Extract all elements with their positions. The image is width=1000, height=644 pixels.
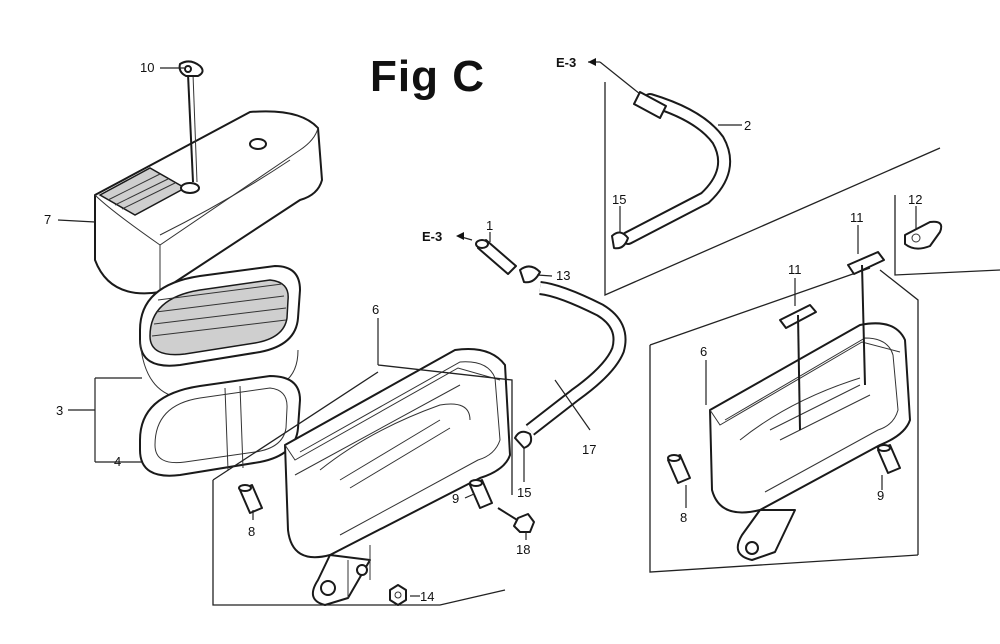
callout-10: 10 [140, 60, 154, 75]
joint-1 [475, 239, 517, 275]
callout-7: 7 [44, 212, 51, 227]
callout-6-right: 6 [700, 344, 707, 359]
panel-right [649, 267, 919, 573]
callout-11-b: 11 [850, 210, 864, 225]
panel-left [212, 364, 513, 606]
panel-upper-right [604, 82, 941, 296]
callout-12: 12 [908, 192, 922, 207]
panel-12-box [894, 195, 1000, 276]
callout-11-a: 11 [788, 262, 802, 277]
clip-15-upper [611, 231, 629, 250]
arrow-e3-top [588, 58, 596, 66]
tube-2 [621, 91, 732, 245]
callout-15-upper: 15 [612, 192, 626, 207]
ref-e3-top: E-3 [556, 55, 576, 70]
leader-lines [57, 61, 917, 597]
callout-13: 13 [556, 268, 570, 283]
callout-15-lower: 15 [517, 485, 531, 500]
ref-e3-mid: E-3 [422, 229, 442, 244]
screw-11-b [847, 251, 885, 386]
clip-12 [904, 220, 943, 250]
bolt-18 [497, 507, 535, 533]
pin-9-left [469, 479, 493, 509]
callout-1: 1 [486, 218, 493, 233]
pin-8-right [667, 454, 691, 484]
callout-9-right: 9 [877, 488, 884, 503]
paper-element [139, 265, 301, 400]
callout-8-right: 8 [680, 510, 687, 525]
pin-9-right [877, 444, 901, 474]
callout-2: 2 [744, 118, 751, 133]
callout-9-left: 9 [452, 491, 459, 506]
clip-13 [519, 265, 541, 284]
nut-14 [389, 584, 407, 606]
callout-3: 3 [56, 403, 63, 418]
figure-title: Fig C [370, 52, 485, 101]
arrow-e3-mid [456, 232, 464, 240]
callout-17: 17 [582, 442, 596, 457]
clip-15-lower [514, 430, 533, 449]
wing-bolt [178, 60, 204, 183]
foam-element [139, 375, 301, 477]
callout-8-left: 8 [248, 524, 255, 539]
air-cleaner-cover [94, 110, 323, 295]
air-cleaner-base-left [284, 348, 511, 606]
air-cleaner-base-right [709, 322, 911, 561]
screw-11-a [779, 304, 817, 431]
callout-4: 4 [114, 454, 121, 469]
pin-8-left [238, 484, 263, 514]
callout-14: 14 [420, 589, 434, 604]
breather-tube [525, 281, 627, 436]
callout-18: 18 [516, 542, 530, 557]
callout-6-left: 6 [372, 302, 379, 317]
